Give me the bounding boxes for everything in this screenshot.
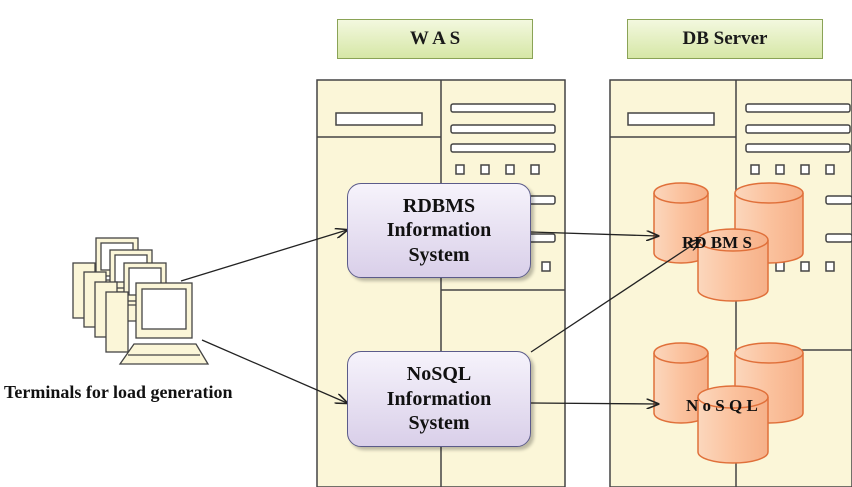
drive-slot — [627, 112, 715, 126]
indicator-light — [825, 164, 835, 175]
indicator-light — [505, 164, 515, 175]
was-server-header: W A S — [337, 19, 533, 59]
drive-slot — [825, 233, 852, 243]
arrow-nosql-system-to-db — [530, 403, 658, 404]
terminals-label: Terminals for load generation — [4, 382, 233, 402]
rdbms-information-system-label: RDBMS Information System — [386, 194, 492, 266]
arrow-terminals-to-nosql — [201, 339, 347, 403]
drive-slot — [450, 124, 556, 134]
db-server-header: DB Server — [627, 19, 823, 59]
arrow-nosql-system-to-rdbms-db — [530, 240, 700, 353]
indicator-light — [480, 164, 490, 175]
db-server-title: DB Server — [682, 28, 768, 49]
indicator-light — [530, 164, 540, 175]
drive-slot — [450, 143, 556, 153]
indicator-light — [541, 261, 551, 272]
indicator-light — [800, 261, 810, 272]
nosql-information-system-label: NoSQL Information System — [386, 363, 492, 435]
nosql-information-system-box: NoSQL Information System — [347, 351, 531, 447]
nosql-database-label: N o S Q L — [686, 396, 758, 415]
drive-slot — [825, 195, 852, 205]
nosql-database-icon — [653, 342, 804, 464]
drive-slot — [745, 143, 851, 153]
indicator-light — [455, 164, 465, 175]
connection-arrows — [180, 230, 700, 404]
indicator-light — [825, 261, 835, 272]
was-server-title: W A S — [409, 28, 461, 49]
drive-slot — [745, 124, 851, 134]
drive-slot — [335, 112, 423, 126]
indicator-light — [800, 164, 810, 175]
arrow-rdbms-system-to-db — [530, 232, 658, 236]
rdbms-database-icon — [653, 182, 804, 302]
arrow-terminals-to-rdbms — [180, 230, 347, 282]
terminals-icon — [72, 237, 210, 365]
indicator-light — [750, 164, 760, 175]
rdbms-database-label: RD BM S — [682, 233, 752, 252]
drive-slot — [450, 103, 556, 113]
rdbms-information-system-box: RDBMS Information System — [347, 183, 531, 278]
indicator-light — [775, 164, 785, 175]
drive-slot — [745, 103, 851, 113]
